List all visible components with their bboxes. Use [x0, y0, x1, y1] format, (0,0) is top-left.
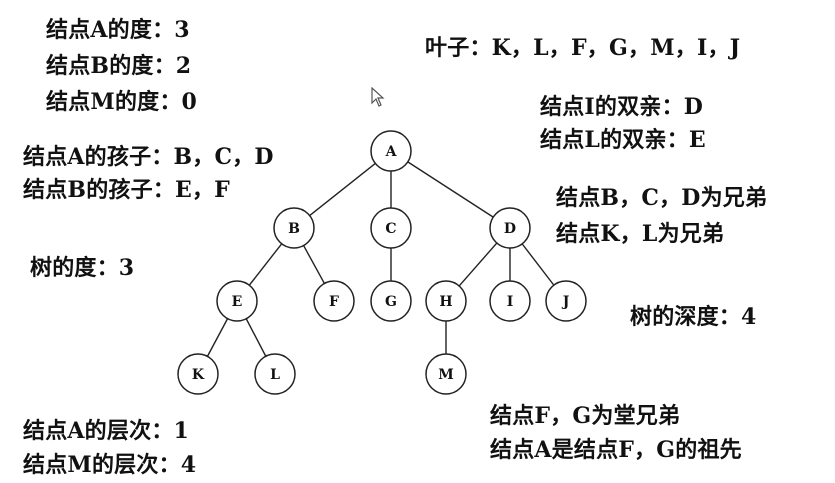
tree-node-circle	[216, 280, 258, 322]
tree-node-circle	[370, 130, 412, 172]
tree-node-label: D	[504, 221, 516, 237]
tree-edge-e-l	[245, 318, 267, 357]
tree-node-circle	[313, 280, 355, 322]
tree-node-label: M	[438, 367, 454, 383]
tree-node-a: A	[370, 130, 412, 172]
tree-node-label: C	[385, 221, 396, 237]
tree-node-m: M	[425, 353, 467, 395]
tree-node-circle	[254, 353, 296, 395]
tree-node-label: E	[232, 294, 243, 310]
children-a-text: 结点A的孩子：B，C，D	[23, 144, 274, 170]
tree-node-label: K	[192, 367, 205, 383]
siblings-bcd-text: 结点B，C，D为兄弟	[556, 185, 768, 211]
tree-node-i: I	[489, 280, 531, 322]
tree-node-label: F	[329, 294, 339, 310]
children-b-text: 结点B的孩子：E，F	[23, 177, 230, 203]
tree-node-circle	[177, 353, 219, 395]
tree-node-l: L	[254, 353, 296, 395]
siblings-kl-text: 结点K，L为兄弟	[556, 221, 725, 247]
tree-edges	[206, 161, 555, 357]
tree-node-j: J	[545, 280, 587, 322]
tree-node-d: D	[489, 207, 531, 249]
tree-node-circle	[370, 207, 412, 249]
tree-node-e: E	[216, 280, 258, 322]
tree-node-b: B	[273, 207, 315, 249]
tree-node-h: H	[425, 280, 467, 322]
tree-node-k: K	[177, 353, 219, 395]
degree-m-text: 结点M的度：0	[46, 89, 198, 115]
tree-degree-text: 树的度：3	[30, 255, 135, 281]
tree-edge-b-f	[302, 245, 326, 284]
tree-node-circle	[370, 280, 412, 322]
level-a-text: 结点A的层次：1	[23, 418, 189, 444]
tree-edge-b-e	[248, 243, 283, 286]
tree-node-f: F	[313, 280, 355, 322]
tree-edge-a-d	[407, 161, 494, 218]
tree-node-label: H	[439, 294, 452, 310]
tree-node-label: B	[288, 221, 300, 237]
tree-node-label: I	[507, 294, 514, 310]
tree-node-label: J	[561, 294, 570, 310]
mouse-pointer-icon	[371, 87, 385, 107]
tree-node-circle	[425, 353, 467, 395]
tree-nodes: A B C D E F G H I J K L M	[177, 130, 587, 395]
tree-node-g: G	[370, 280, 412, 322]
tree-edge-d-h	[458, 242, 498, 287]
tree-node-circle	[489, 207, 531, 249]
tree-node-circle	[545, 280, 587, 322]
tree-edge-e-k	[206, 318, 229, 357]
tree-edge-d-j	[521, 243, 555, 286]
tree-depth-text: 树的深度：4	[630, 304, 757, 330]
tree-node-label: L	[270, 367, 280, 383]
ancestor-a-text: 结点A是结点F，G的祖先	[490, 437, 742, 463]
tree-node-circle	[425, 280, 467, 322]
parent-l-text: 结点L的双亲：E	[540, 127, 706, 153]
degree-b-text: 结点B的度：2	[46, 53, 192, 79]
leaves-text: 叶子：K，L，F，G，M，I，J	[425, 35, 741, 61]
level-m-text: 结点M的层次：4	[23, 452, 197, 478]
tree-node-circle	[489, 280, 531, 322]
tree-edge-a-b	[309, 162, 376, 217]
tree-node-label: A	[385, 144, 398, 160]
tree-node-label: G	[385, 294, 397, 310]
tree-node-c: C	[370, 207, 412, 249]
tree-node-circle	[273, 207, 315, 249]
cousins-fg-text: 结点F，G为堂兄弟	[490, 403, 681, 429]
degree-a-text: 结点A的度：3	[46, 17, 190, 43]
parent-i-text: 结点I的双亲：D	[540, 94, 703, 120]
